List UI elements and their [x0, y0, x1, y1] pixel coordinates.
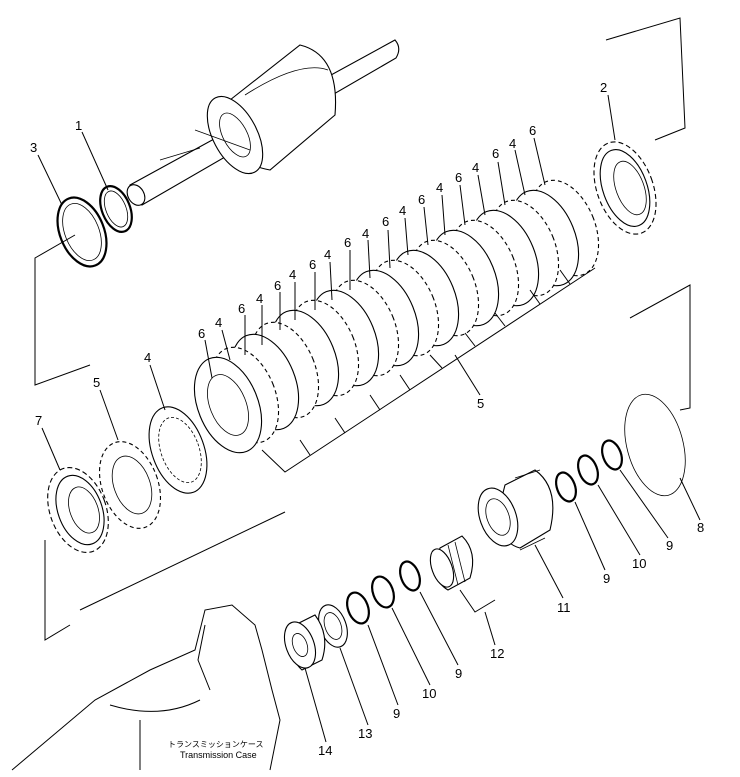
label-6: 6: [455, 170, 462, 185]
label-3: 3: [30, 140, 37, 155]
plate-4-single: [148, 406, 208, 494]
label-6: 6: [418, 192, 425, 207]
label-2: 2: [600, 80, 607, 95]
washer-9-mid: [555, 471, 577, 503]
label-10: 10: [422, 686, 436, 701]
washer-10-lower: [371, 575, 395, 609]
label-9: 9: [603, 571, 610, 586]
snap-ring-8: [624, 393, 686, 497]
label-6: 6: [529, 123, 536, 138]
washer-9-lower-b: [346, 591, 370, 625]
label-12: 12: [490, 646, 504, 661]
label-6: 6: [238, 301, 245, 316]
label-4: 4: [472, 160, 479, 175]
label-6: 6: [344, 235, 351, 250]
washer-10-upper: [577, 454, 599, 486]
label-4: 4: [509, 136, 516, 151]
washer-9-lower-a: [399, 560, 421, 592]
gear-7: [47, 467, 109, 553]
bearing-14: [283, 614, 326, 671]
label-13: 13: [358, 726, 372, 741]
race-13: [318, 604, 348, 648]
label-9: 9: [393, 706, 400, 721]
case-label-en: Transmission Case: [180, 750, 257, 760]
shaft-drum-assembly: [126, 39, 400, 206]
label-6: 6: [198, 326, 205, 341]
label-4: 4: [144, 350, 151, 365]
label-4: 4: [436, 180, 443, 195]
guide-lines: [34, 17, 691, 641]
label-4: 4: [256, 291, 263, 306]
label-4: 4: [362, 226, 369, 241]
label-6: 6: [382, 214, 389, 229]
label-9: 9: [666, 538, 673, 553]
label-9: 9: [455, 666, 462, 681]
label-4: 4: [399, 203, 406, 218]
label-10: 10: [632, 556, 646, 571]
needle-bearing-12: [429, 535, 496, 613]
label-6: 6: [309, 257, 316, 272]
label-4: 4: [324, 247, 331, 262]
label-1: 1: [75, 118, 82, 133]
leader-lines: [37, 94, 701, 743]
transmission-case: [11, 604, 281, 771]
label-5: 5: [477, 396, 484, 411]
callout-labels: 3 1 2 6 4 6 4 6 4 6 4 6 4 6 4 6 4 6 4 6 …: [30, 80, 704, 758]
gear-2: [593, 141, 657, 235]
label-7: 7: [35, 413, 42, 428]
label-11: 11: [557, 600, 571, 615]
label-6: 6: [492, 146, 499, 161]
label-8: 8: [697, 520, 704, 535]
label-6: 6: [274, 278, 281, 293]
snap-ring-3: [56, 196, 108, 268]
clutch-pack: [193, 179, 600, 454]
bearing-11: [477, 469, 554, 551]
label-5: 5: [93, 375, 100, 390]
label-4: 4: [215, 315, 222, 330]
label-14: 14: [318, 743, 332, 758]
label-4: 4: [289, 267, 296, 282]
washer-9-upper: [601, 439, 623, 471]
disc-5-single: [98, 441, 162, 529]
case-label-jp: トランスミッションケース: [168, 740, 263, 749]
bracket-5: [261, 267, 596, 473]
